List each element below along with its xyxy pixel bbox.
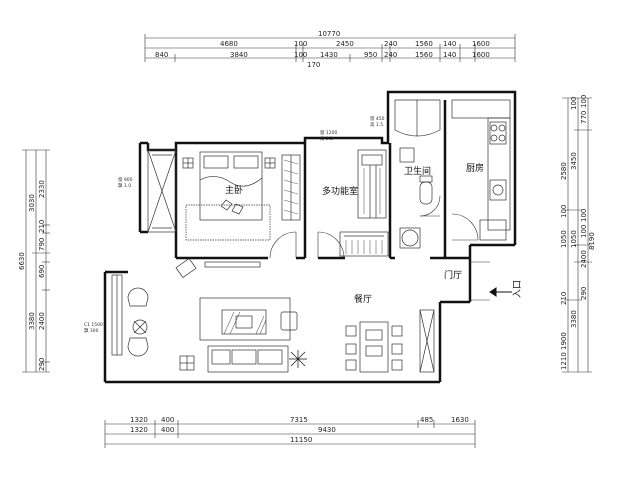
note-window-living-1: C1 1500 xyxy=(84,322,103,328)
living-rug-pattern xyxy=(223,311,267,335)
dim-top-r2-4: 240 xyxy=(384,40,397,48)
dim-bottom-r2-3: 9430 xyxy=(318,426,336,434)
label-bathroom: 卫生间 xyxy=(404,165,431,177)
dim-left-mid-1: 3030 xyxy=(28,194,36,212)
label-foyer: 门厅 xyxy=(444,269,462,281)
dim-top-r3-4: 1430 xyxy=(320,51,338,59)
dim-top-r2-5: 1560 xyxy=(415,40,433,48)
label-dining-living: 餐厅 xyxy=(354,293,372,305)
dim-top-r3-1: 840 xyxy=(155,51,168,59)
dim-top-r3-5: 950 xyxy=(364,51,377,59)
door-master xyxy=(269,231,297,259)
note-window-multi-2: 高 2.2 xyxy=(320,135,333,142)
dim-right-in-7: 100 xyxy=(580,225,588,238)
door-entrance xyxy=(470,261,490,301)
entrance-arrow-icon xyxy=(489,287,512,297)
dim-right-in-6: 1050 xyxy=(560,230,568,248)
dim-left-in-6: 290 xyxy=(38,358,46,371)
label-kitchen: 厨房 xyxy=(466,162,484,174)
living-furniture xyxy=(127,287,403,373)
label-entrance: 入口 xyxy=(512,280,523,298)
bottom-dimensions xyxy=(104,420,476,448)
top-dimensions xyxy=(144,34,516,62)
dim-right-mid-2: 3450 xyxy=(570,152,578,170)
dim-left-mid-2: 3380 xyxy=(28,312,36,330)
dim-left-in-1: 2330 xyxy=(38,180,46,198)
door-multi xyxy=(317,231,345,259)
dim-bottom-r1-5: 1630 xyxy=(451,416,469,424)
kitchen-counters xyxy=(451,99,511,241)
dim-top-r3-3: 100 xyxy=(294,51,307,59)
dim-top-r3-2: 3840 xyxy=(230,51,248,59)
bay-window-master xyxy=(147,149,177,233)
dim-left-in-4: 690 xyxy=(38,265,46,278)
multi-room-furniture xyxy=(339,149,389,257)
cabinet-dining xyxy=(419,309,435,373)
dim-top-r3-6: 240 xyxy=(384,51,397,59)
dim-left-outer: 6630 xyxy=(18,252,26,270)
dim-right-mid-5: 1210 xyxy=(560,352,568,370)
dim-left-in-3: 790 xyxy=(38,238,46,251)
note-window-multi-1: 窗 1200 xyxy=(320,129,338,136)
dim-top-r2-6: 140 xyxy=(443,40,456,48)
dim-top-total: 10770 xyxy=(318,30,340,38)
dim-right-in-2: 100 xyxy=(580,95,588,108)
wardrobe-hangers xyxy=(283,159,299,215)
dim-bottom-r2-2: 400 xyxy=(161,426,174,434)
dim-bottom-total: 11150 xyxy=(290,436,312,444)
dim-right-outer: 8190 xyxy=(588,232,596,250)
dim-right-mid-4: 3380 xyxy=(570,310,578,328)
dim-bottom-r2-1: 1320 xyxy=(130,426,148,434)
door-kitchen xyxy=(451,213,479,241)
dim-right-mid-6: 1900 xyxy=(560,332,568,350)
dim-top-r2-7: 1600 xyxy=(472,40,490,48)
dim-bottom-r1-4: 485 xyxy=(420,416,433,424)
dim-left-in-5: 2400 xyxy=(38,312,46,330)
master-furniture xyxy=(175,151,301,278)
dim-bottom-r1-3: 7315 xyxy=(290,416,308,424)
dim-bottom-r1-2: 400 xyxy=(161,416,174,424)
door-bath xyxy=(419,195,441,217)
dim-right-in-4: 100 xyxy=(560,205,568,218)
dim-top-r3-8: 140 xyxy=(443,51,456,59)
dim-right-in-8: 2400 xyxy=(580,250,588,268)
dim-right-mid-3: 1050 xyxy=(570,230,578,248)
note-window-master-1: 窗 900 xyxy=(118,176,133,183)
dim-right-in-5: 100 xyxy=(580,209,588,222)
bathroom-fixtures xyxy=(394,99,441,249)
dim-bottom-r1-1: 1320 xyxy=(130,416,148,424)
dim-left-in-2: 210 xyxy=(38,220,46,233)
note-window-living-2: 飘 300 xyxy=(84,328,99,334)
right-dimensions xyxy=(562,97,592,373)
label-master-bedroom: 主卧 xyxy=(225,184,243,196)
dim-top-r3-9: 1600 xyxy=(472,51,490,59)
dim-top-r2-2: 100 xyxy=(294,40,307,48)
label-multi-room: 多功能室 xyxy=(322,185,358,197)
dim-top-sub: 170 xyxy=(307,61,320,69)
dim-top-r2-1: 4680 xyxy=(220,40,238,48)
dim-right-in-3: 2580 xyxy=(560,162,568,180)
note-window-master-2: 飘 1.0 xyxy=(118,183,131,189)
note-window-bath-2: 高 1.5 xyxy=(370,121,383,128)
dim-right-in-10: 210 xyxy=(560,292,568,305)
walls xyxy=(103,90,517,384)
left-dimensions xyxy=(22,149,50,373)
multi-room-stripes xyxy=(345,168,383,254)
note-window-bath-1: 窗 450 xyxy=(370,115,385,122)
bay-window-living xyxy=(111,274,123,356)
dim-right-in-1: 770 xyxy=(580,111,588,124)
plant-icon xyxy=(289,350,307,368)
dim-top-r2-3: 2450 xyxy=(336,40,354,48)
dim-right-in-9: 290 xyxy=(580,287,588,300)
dim-right-mid-1: 100 xyxy=(570,97,578,110)
dim-top-r3-7: 1560 xyxy=(415,51,433,59)
